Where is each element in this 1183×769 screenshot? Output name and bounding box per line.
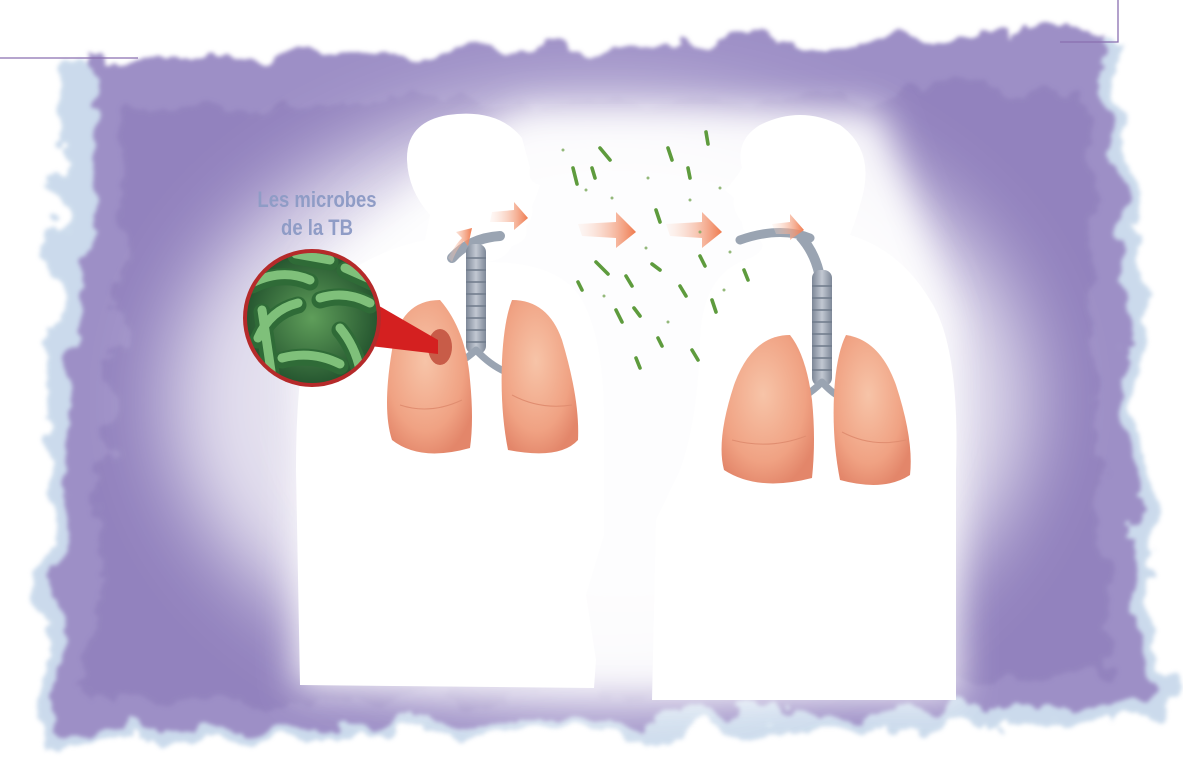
tb-germs-label: Les microbes de la TB	[229, 186, 405, 242]
tb-germs-label-line-2: de la TB	[229, 214, 405, 242]
tb-bacteria-magnified-icon	[244, 250, 380, 386]
tb-germs-label-line-1: Les microbes	[229, 186, 405, 214]
